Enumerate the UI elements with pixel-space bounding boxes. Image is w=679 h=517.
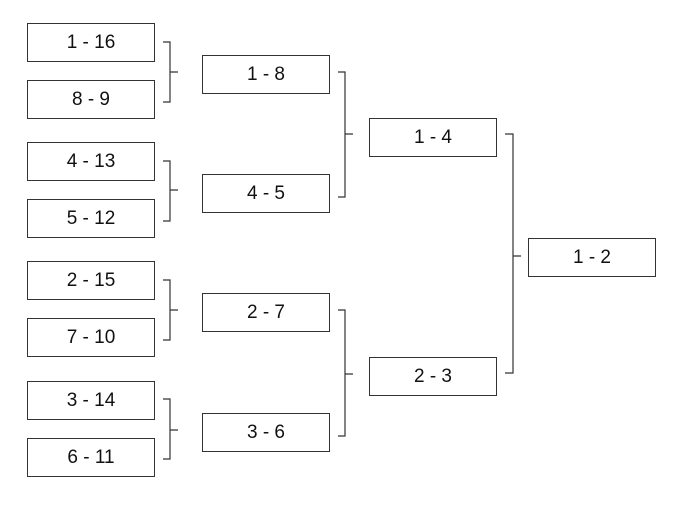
match-r2-2: 4 - 5 [202,174,330,213]
match-r1-1: 1 - 16 [27,23,155,62]
match-r1-5: 2 - 15 [27,261,155,300]
match-r1-3: 4 - 13 [27,142,155,181]
match-r2-3: 2 - 7 [202,293,330,332]
connector-r1-4 [163,398,178,460]
connector-r3-1 [505,133,521,374]
match-r2-4: 3 - 6 [202,413,330,452]
match-r1-7: 3 - 14 [27,381,155,420]
connector-r2-1 [338,71,353,198]
match-r1-4: 5 - 12 [27,199,155,238]
connector-r2-2 [338,309,353,437]
connector-r1-2 [163,160,178,222]
connector-r1-3 [163,279,178,341]
match-final: 1 - 2 [528,238,656,277]
match-r3-1: 1 - 4 [369,118,497,157]
match-r1-8: 6 - 11 [27,438,155,477]
match-r1-2: 8 - 9 [27,80,155,119]
match-r2-1: 1 - 8 [202,55,330,94]
match-r1-6: 7 - 10 [27,318,155,357]
connector-r1-1 [163,41,178,103]
match-r3-2: 2 - 3 [369,357,497,396]
